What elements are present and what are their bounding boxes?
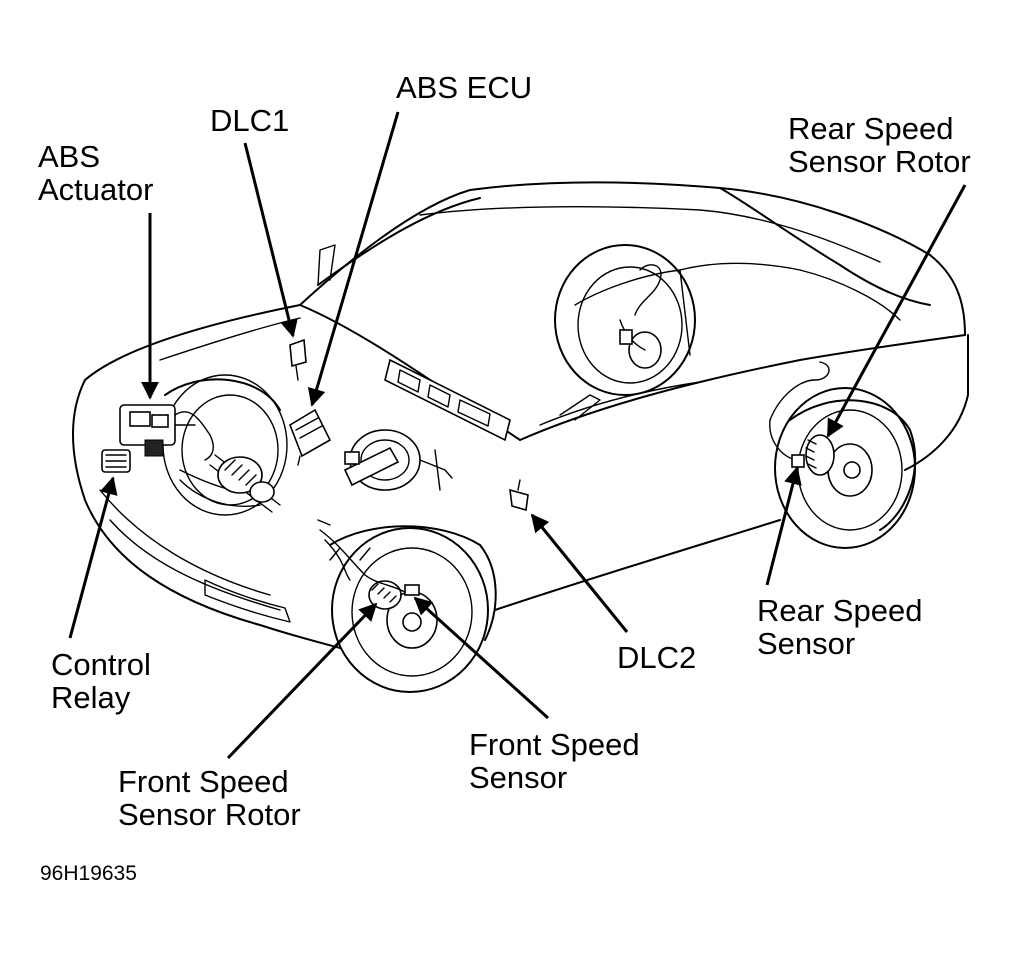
dlc2-connector (509, 479, 529, 512)
label-abs-actuator-line2: Actuator (38, 172, 154, 207)
label-front-rotor-line2: Sensor Rotor (118, 797, 301, 832)
front-left-wheel (317, 519, 489, 693)
arrow-dlc1 (243, 142, 298, 338)
label-front-speed-sensor: Front Speed Sensor (469, 728, 640, 794)
front-right-wheel (162, 374, 288, 516)
label-abs-ecu: ABS ECU (396, 70, 533, 105)
car-body-outline (72, 181, 969, 649)
arrow-front-rotor (226, 602, 378, 760)
arrow-dlc2 (530, 513, 629, 633)
arrow-rear-rotor (826, 184, 967, 438)
label-rear-sensor-line1: Rear Speed (757, 593, 923, 628)
label-rear-speed-sensor-rotor: Rear Speed Sensor Rotor (788, 112, 971, 178)
dlc1-connector (289, 338, 307, 381)
label-front-speed-sensor-rotor: Front Speed Sensor Rotor (118, 765, 301, 831)
label-rear-rotor-line1: Rear Speed (788, 111, 954, 146)
label-rear-speed-sensor: Rear Speed Sensor (757, 594, 922, 660)
label-abs-actuator-line1: ABS (38, 139, 101, 174)
leader-lines (68, 111, 967, 760)
abs-actuator (119, 404, 214, 461)
label-abs-actuator: ABS Actuator (38, 140, 153, 206)
label-front-sensor-line2: Sensor (469, 760, 568, 795)
label-dlc2: DLC2 (617, 640, 697, 675)
rear-left-wheel (769, 361, 917, 549)
brake-booster (343, 429, 453, 491)
rear-right-wheel (554, 244, 696, 396)
control-relay (101, 449, 131, 473)
figure-code: 96H19635 (40, 862, 137, 885)
label-rear-rotor-line2: Sensor Rotor (788, 144, 971, 179)
label-rear-sensor-line2: Sensor (757, 626, 856, 661)
arrow-front-sensor (413, 596, 550, 720)
label-front-sensor-line1: Front Speed (469, 727, 640, 762)
label-front-rotor-line1: Front Speed (118, 764, 289, 799)
label-control-relay: Control Relay (51, 648, 151, 714)
arrow-abs-ecu (307, 111, 400, 407)
abs-ecu (289, 408, 332, 466)
label-dlc1: DLC1 (210, 103, 290, 138)
label-control-relay-line1: Control (51, 647, 151, 682)
cowl-panel (384, 358, 511, 442)
label-control-relay-line2: Relay (51, 680, 131, 715)
arrow-rear-sensor (765, 466, 802, 586)
arrow-control-relay (68, 476, 118, 639)
